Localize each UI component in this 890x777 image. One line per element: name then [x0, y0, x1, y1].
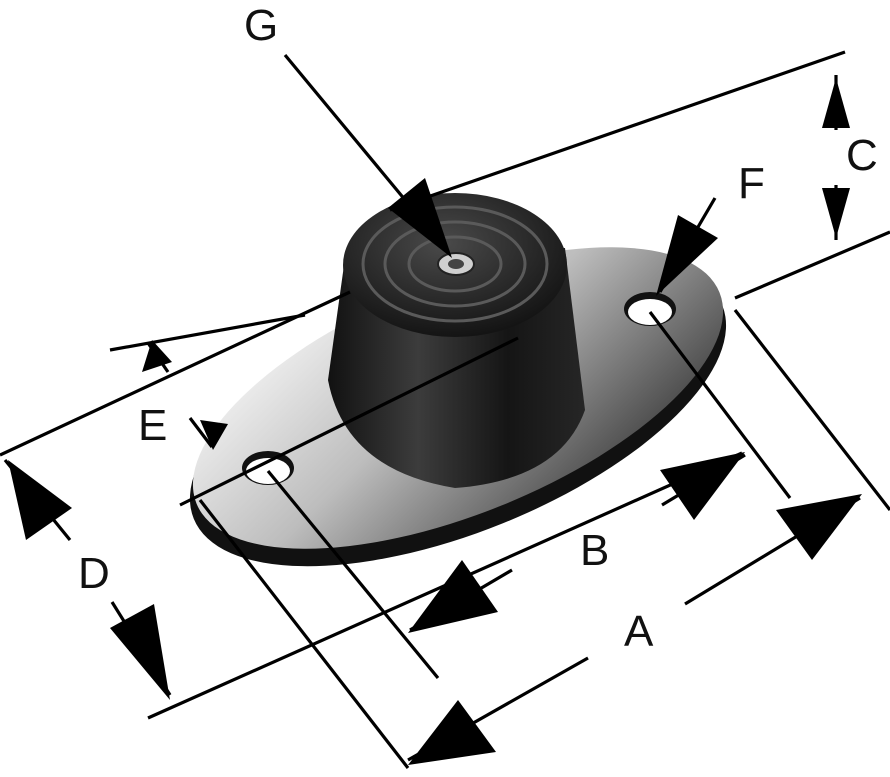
arrow-d-up	[8, 460, 72, 540]
label-e: E	[138, 401, 167, 450]
arrow-b-left	[408, 560, 498, 633]
arrow-e-up	[142, 340, 172, 372]
arrowheads	[8, 78, 862, 765]
arrow-b-right	[660, 452, 745, 520]
arrow-c-up	[822, 78, 850, 128]
mounting-hole-left	[242, 451, 294, 485]
label-c: C	[846, 131, 878, 180]
label-g: G	[244, 1, 278, 50]
label-a: A	[624, 607, 654, 656]
arrow-a-right	[776, 494, 862, 560]
arrow-f	[656, 215, 718, 296]
label-b: B	[580, 526, 609, 575]
threaded-insert	[437, 252, 475, 276]
arrow-g	[388, 178, 452, 258]
arrow-a-left	[408, 700, 496, 765]
rubber-cone	[328, 193, 585, 488]
label-f: F	[738, 159, 765, 208]
arrow-d-down	[110, 604, 170, 700]
arrow-e-down	[200, 420, 228, 450]
mounting-hole-right	[624, 292, 676, 326]
label-d: D	[78, 549, 110, 598]
arrow-c-down	[822, 188, 850, 238]
